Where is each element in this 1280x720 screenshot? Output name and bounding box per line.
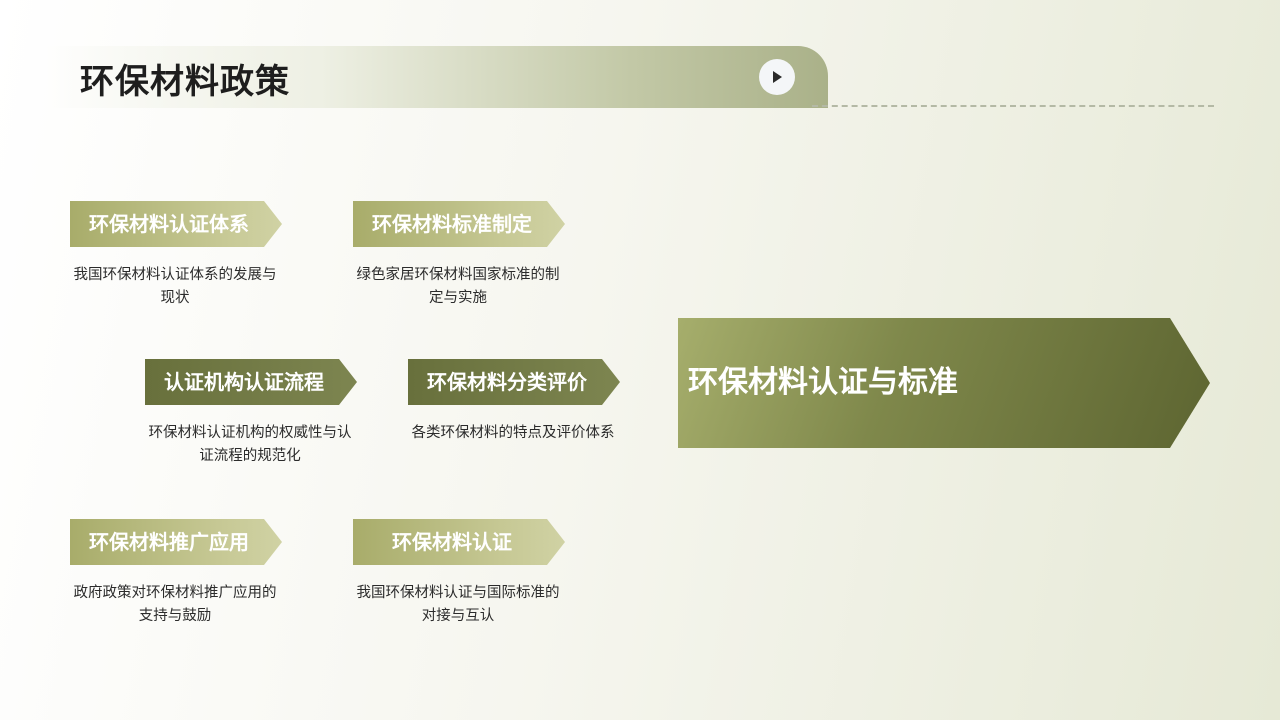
highlight-arrow [678, 318, 1210, 448]
play-icon [773, 71, 782, 83]
tag-standard-setting: 环保材料标准制定 [353, 201, 565, 247]
header-bar [46, 46, 828, 108]
desc-standard-setting: 绿色家居环保材料国家标准的制定与实施 [356, 267, 560, 306]
page-title: 环保材料政策 [80, 62, 290, 102]
desc-classification-evaluation: 各类环保材料的特点及评价体系 [411, 425, 615, 441]
tag-promotion-application: 环保材料推广应用 [70, 519, 282, 565]
tag-certification: 环保材料认证 [353, 519, 565, 565]
desc-certification: 我国环保材料认证与国际标准的对接与互认 [356, 585, 560, 624]
tag-certification-system: 环保材料认证体系 [70, 201, 282, 247]
tag-certification-process: 认证机构认证流程 [145, 359, 357, 405]
tag-classification-evaluation: 环保材料分类评价 [408, 359, 620, 405]
desc-certification-system: 我国环保材料认证体系的发展与现状 [73, 267, 277, 306]
play-button[interactable] [759, 59, 795, 95]
desc-promotion-application: 政府政策对环保材料推广应用的支持与鼓励 [73, 585, 277, 624]
desc-certification-process: 环保材料认证机构的权威性与认证流程的规范化 [148, 425, 352, 464]
highlight-label: 环保材料认证与标准 [688, 365, 958, 400]
header-divider [812, 105, 1214, 107]
